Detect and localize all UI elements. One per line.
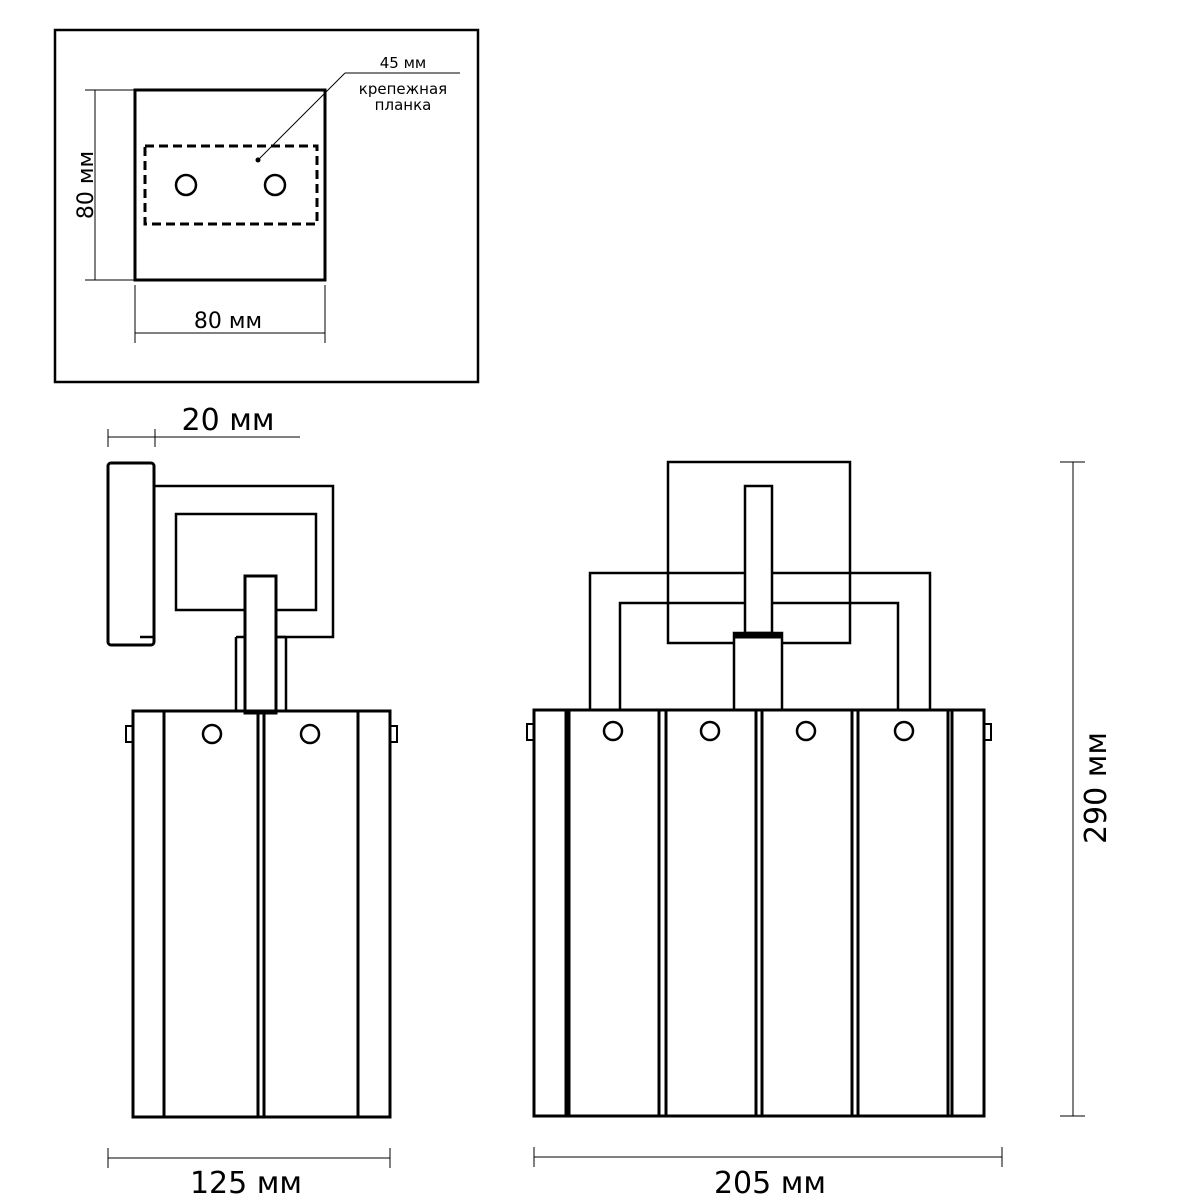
plate-width-dimension xyxy=(134,285,326,343)
side-clip-left xyxy=(125,725,134,743)
mounting-plate-inset: 45 мм крепежная планка 80 мм 80 мм xyxy=(53,28,480,384)
front-clip-right xyxy=(983,723,992,741)
front-panel-hole-4 xyxy=(893,720,915,742)
bracket-label-line2: планка xyxy=(375,96,432,114)
mounting-plate xyxy=(133,88,327,282)
front-panel-hole-1 xyxy=(602,720,624,742)
inset-frame xyxy=(53,28,480,384)
side-shade-outline xyxy=(131,709,392,1119)
front-panel-hole-2 xyxy=(699,720,721,742)
bracket-length-label: 45 мм xyxy=(380,54,427,72)
front-width-dimension xyxy=(533,1147,1003,1167)
plate-height-dimension xyxy=(85,89,135,281)
side-panel-hole-2 xyxy=(299,723,321,745)
stem-side xyxy=(243,574,278,715)
stem-collar xyxy=(732,631,784,713)
depth-offset-label: 20 мм xyxy=(182,403,275,438)
side-panel-hole-1 xyxy=(201,723,223,745)
front-width-label: 205 мм xyxy=(714,1166,826,1200)
plate-width-label: 80 мм xyxy=(194,309,262,334)
side-clip-right xyxy=(389,725,398,743)
stem-front xyxy=(743,484,774,635)
wall-plate-side xyxy=(106,461,156,647)
screw-hole-right xyxy=(263,173,287,197)
screw-hole-left xyxy=(174,173,198,197)
side-view: 20 мм 125 мм xyxy=(106,403,398,1200)
front-panel-hole-3 xyxy=(795,720,817,742)
plate-height-label: 80 мм xyxy=(74,151,99,219)
arm-inner-loop xyxy=(174,512,318,612)
side-width-dimension xyxy=(107,1148,391,1168)
bracket-leader xyxy=(255,72,460,163)
front-height-label: 290 мм xyxy=(1079,732,1114,844)
side-width-label: 125 мм xyxy=(190,1166,302,1200)
front-clip-left xyxy=(526,723,535,741)
front-shade-outline xyxy=(532,708,986,1118)
mounting-bracket xyxy=(143,144,319,226)
arm-outer xyxy=(154,484,335,639)
depth-offset-dimension xyxy=(107,429,300,447)
bracket-label-line1: крепежная xyxy=(359,80,447,98)
front-view: 205 мм 290 мм xyxy=(526,460,1114,1200)
front-height-dimension xyxy=(1060,461,1085,1117)
